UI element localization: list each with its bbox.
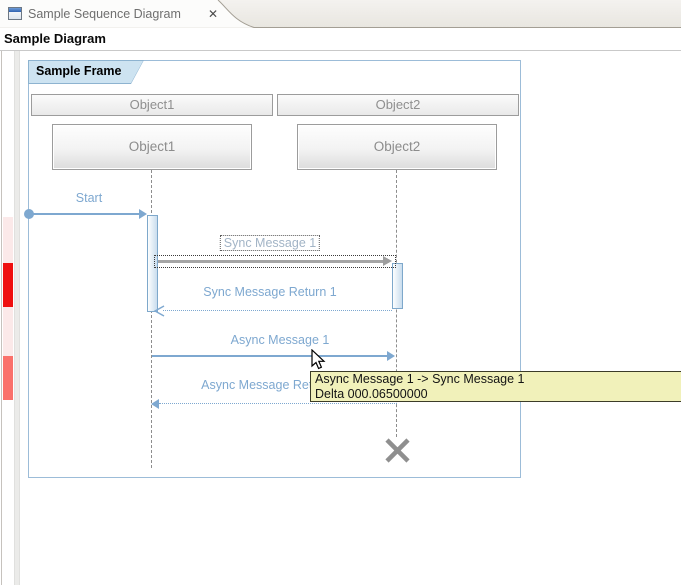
time-compression-marker-1[interactable]	[3, 263, 13, 307]
view-window-icon-titlebar	[9, 8, 21, 12]
frame-label: Sample Frame	[36, 64, 122, 78]
message-label-async-return[interactable]: Async Message Return 1	[201, 378, 341, 392]
tooltip-line2: Delta 000.06500000	[315, 386, 428, 401]
lifeline-object1[interactable]	[151, 170, 152, 468]
sequence-frame: Sample Frame	[28, 60, 521, 478]
tab-shape	[0, 0, 681, 28]
arrowhead-async-return-icon	[151, 399, 159, 409]
lifeline-header-object2[interactable]: Object2	[277, 94, 519, 116]
lifeline-box-object1[interactable]: Object1	[52, 124, 252, 170]
arrowhead-async1-icon	[387, 351, 395, 361]
view-window-icon	[8, 7, 22, 20]
message-label-start[interactable]: Start	[75, 191, 103, 205]
message-line-sync-return[interactable]	[163, 310, 392, 311]
message-line-sync1[interactable]	[158, 260, 384, 263]
execution-bar-object2[interactable]	[392, 263, 403, 309]
message-label-sync-return[interactable]: Sync Message Return 1	[203, 285, 337, 299]
tab-bar: Sample Sequence Diagram ✕	[0, 0, 681, 28]
frame-tag[interactable]: Sample Frame	[28, 60, 144, 84]
mouse-cursor-icon	[311, 349, 326, 370]
lifeline-stop-icon[interactable]	[384, 437, 411, 464]
arrowhead-start-icon	[139, 209, 147, 219]
execution-bar-object1[interactable]	[147, 215, 158, 312]
page-title: Sample Diagram	[4, 31, 106, 46]
arrowhead-sync1-icon	[383, 256, 392, 266]
lifeline-header-object1[interactable]: Object1	[31, 94, 273, 116]
tab-title[interactable]: Sample Sequence Diagram	[28, 7, 181, 21]
time-compression-marker-2[interactable]	[3, 307, 13, 356]
time-compression-marker-0[interactable]	[3, 217, 13, 263]
tooltip-line1: Async Message 1 -> Sync Message 1	[315, 372, 525, 386]
message-label-async1[interactable]: Async Message 1	[230, 333, 330, 347]
ruler-band	[14, 51, 20, 585]
hover-tooltip: Async Message 1 -> Sync Message 1 Delta …	[310, 371, 681, 402]
message-line-async1[interactable]	[152, 355, 388, 357]
found-message-circle-icon	[24, 209, 34, 219]
time-compression-marker-3[interactable]	[3, 356, 13, 400]
view-header: Sample Diagram	[0, 28, 681, 51]
ruler-left-border	[1, 51, 2, 585]
sequence-diagram-canvas: Sample Frame Object1 Object2 Object1 Obj…	[0, 51, 681, 585]
message-line-start[interactable]	[32, 213, 139, 215]
open-arrowhead-sync-return-icon	[154, 305, 165, 317]
frame-tag-fill	[29, 61, 143, 83]
lifeline-box-object2[interactable]: Object2	[297, 124, 497, 170]
selection-marquee-sync1	[154, 255, 396, 268]
message-label-sync1[interactable]: Sync Message 1	[219, 235, 321, 251]
close-icon[interactable]: ✕	[207, 7, 219, 21]
message-line-async-return[interactable]	[159, 403, 397, 404]
